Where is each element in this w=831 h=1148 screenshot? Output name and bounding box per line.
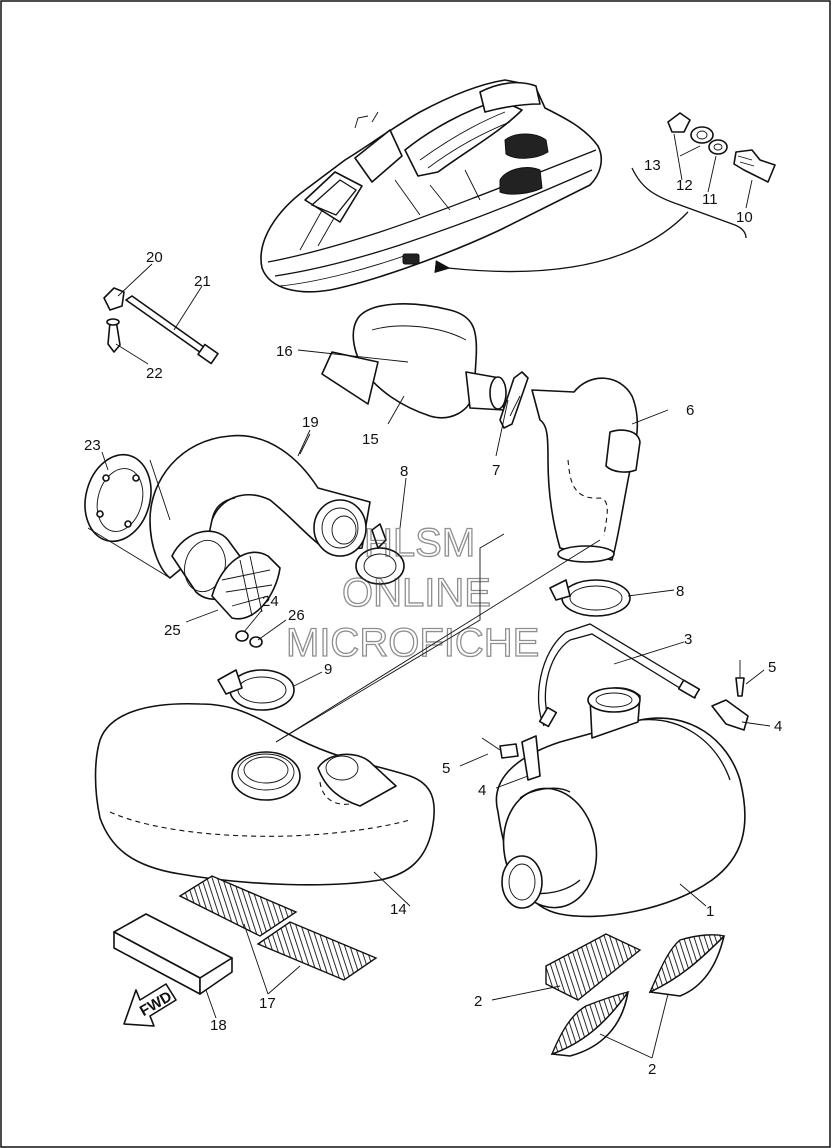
part-16-label [321, 351, 379, 405]
part-14-water-lock [94, 702, 435, 886]
watermark-line-1: HLSM [364, 521, 475, 565]
callout-9: 9 [324, 661, 332, 678]
callout-8a: 8 [400, 463, 408, 480]
callout-12: 12 [676, 177, 693, 194]
leader-lines [101, 133, 771, 1059]
part-23-ring [84, 453, 152, 543]
part-24-washer [235, 630, 249, 642]
part-5-rivet-left [481, 737, 519, 759]
part-5-rivet-right [735, 660, 745, 697]
part-13-clip [667, 112, 691, 133]
part-8-clamp-upper [355, 523, 405, 585]
part-18-foam-block [113, 913, 233, 995]
part-9-clamp [217, 669, 295, 711]
callout-18: 18 [210, 1017, 227, 1034]
fwd-direction-arrow: FWD [123, 983, 177, 1027]
part-4-bracket-left [521, 735, 541, 781]
assembly-line [275, 539, 601, 743]
part-10-drain-plug [733, 149, 776, 183]
callout-3: 3 [684, 631, 692, 648]
callout-5b: 5 [442, 760, 450, 777]
part-12-nut [690, 126, 714, 144]
watermark-line-3: MICROFICHE [286, 621, 539, 665]
callout-20: 20 [146, 249, 163, 266]
part-17-pad-lower [256, 921, 378, 981]
part-22-rivet [106, 318, 121, 353]
location-arrow [434, 211, 689, 274]
group-bracket [631, 167, 747, 239]
callout-1: 1 [706, 903, 714, 920]
callout-10: 10 [736, 209, 753, 226]
callout-19: 19 [302, 414, 319, 431]
callout-2a: 2 [474, 993, 482, 1010]
part-25-plate [171, 530, 281, 620]
part-20-holder [103, 287, 125, 311]
callout-17: 17 [259, 995, 276, 1012]
part-2-pad-lower [550, 990, 630, 1057]
callout-22: 22 [146, 365, 163, 382]
callout-4b: 4 [478, 782, 486, 799]
callout-8b: 8 [676, 583, 684, 600]
callout-21: 21 [194, 273, 211, 290]
watermark-line-2: ONLINE [342, 571, 491, 615]
watercraft-illustration [260, 79, 602, 293]
part-21-cable-tie [125, 295, 219, 365]
callout-11: 11 [702, 191, 718, 208]
part-6-hose [531, 377, 641, 563]
callout-16: 16 [276, 343, 293, 360]
part-15-resonator [352, 303, 507, 419]
part-17-pad-upper [178, 875, 298, 937]
part-7-clamp [499, 371, 529, 429]
callout-labels: 1 2 2 3 4 4 5 5 6 7 8 8 9 10 11 12 13 14… [84, 157, 782, 1078]
callout-6: 6 [686, 402, 694, 419]
part-2-pad-upper [545, 933, 642, 1001]
callout-15: 15 [362, 431, 379, 448]
callout-26: 26 [288, 607, 305, 624]
callout-25: 25 [164, 622, 181, 639]
part-3-strap [537, 623, 701, 728]
part-2-pad-right [648, 934, 726, 997]
part-11-washer [708, 139, 728, 155]
callout-14: 14 [390, 901, 407, 918]
watermark: HLSM ONLINE MICROFICHE [285, 520, 540, 665]
callout-13: 13 [644, 157, 661, 174]
part-1-muffler [495, 687, 746, 918]
callout-2b: 2 [648, 1061, 656, 1078]
callout-23: 23 [84, 437, 101, 454]
part-4-bracket-right [711, 699, 749, 731]
callout-7: 7 [492, 462, 500, 479]
part-8-clamp-lower [549, 579, 631, 617]
assembly-line-2 [275, 533, 505, 743]
callout-5a: 5 [768, 659, 776, 676]
callout-24: 24 [262, 593, 279, 610]
callout-4a: 4 [774, 718, 782, 735]
